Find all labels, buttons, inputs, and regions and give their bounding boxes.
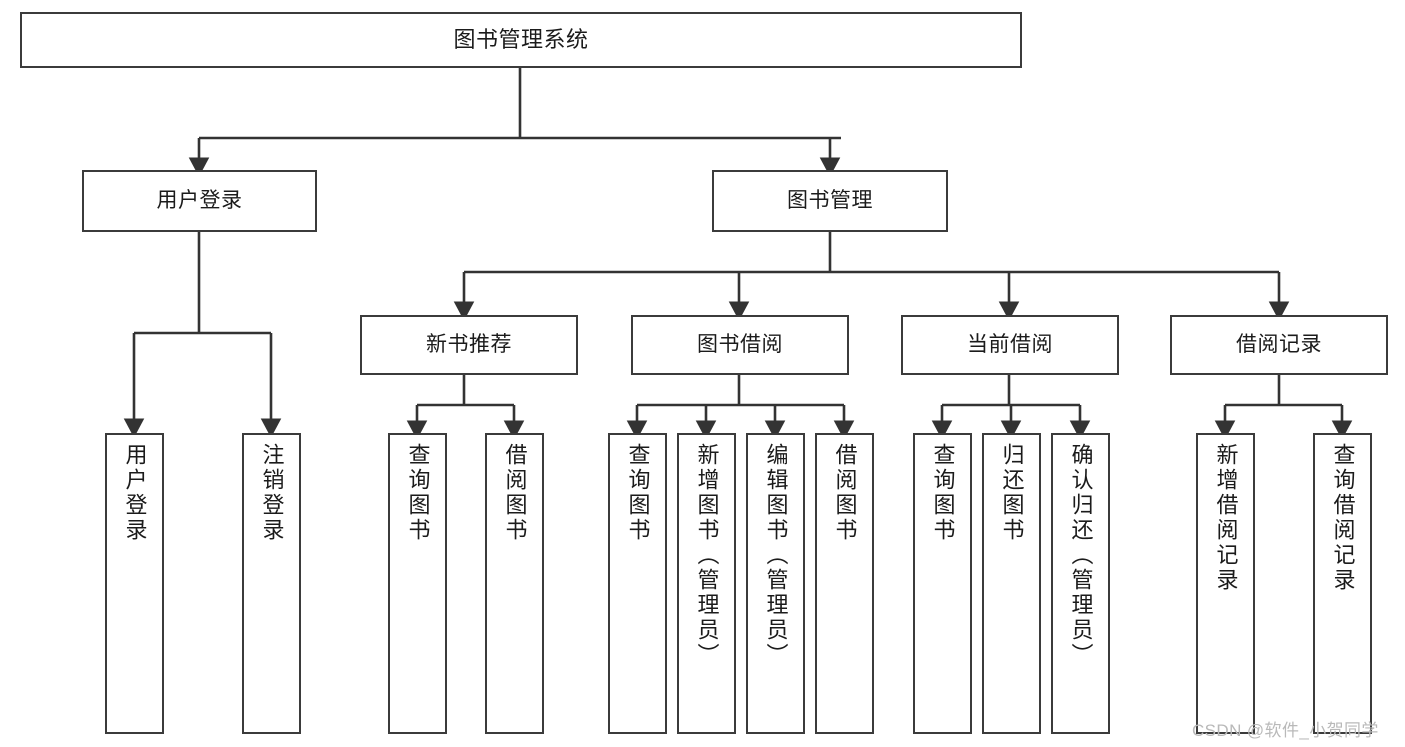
node-new-book-recommend[interactable]: 新书推荐 xyxy=(360,315,578,375)
node-leaf-query-book-3-label: 查询图书 xyxy=(930,443,956,543)
node-leaf-confirm-return-label: 确认归还（管理员） xyxy=(1068,443,1094,668)
node-leaf-query-book-2-label: 查询图书 xyxy=(625,443,651,543)
node-leaf-borrow-book-2-label: 借阅图书 xyxy=(832,443,858,543)
node-book-management[interactable]: 图书管理 xyxy=(712,170,948,232)
node-leaf-borrow-book-1[interactable]: 借阅图书 xyxy=(485,433,544,734)
node-current-borrow[interactable]: 当前借阅 xyxy=(901,315,1119,375)
node-leaf-return-book[interactable]: 归还图书 xyxy=(982,433,1041,734)
node-leaf-add-record-label: 新增借阅记录 xyxy=(1213,443,1239,593)
node-leaf-query-book-2[interactable]: 查询图书 xyxy=(608,433,667,734)
node-leaf-query-record[interactable]: 查询借阅记录 xyxy=(1313,433,1372,734)
node-leaf-return-book-label: 归还图书 xyxy=(999,443,1025,543)
node-leaf-borrow-book-1-label: 借阅图书 xyxy=(502,443,528,543)
node-leaf-confirm-return[interactable]: 确认归还（管理员） xyxy=(1051,433,1110,734)
node-borrow-record-label: 借阅记录 xyxy=(1236,332,1322,356)
node-book-borrow-label: 图书借阅 xyxy=(697,332,783,356)
node-user-login-label: 用户登录 xyxy=(156,188,243,212)
node-current-borrow-label: 当前借阅 xyxy=(967,332,1053,356)
node-leaf-user-login-label: 用户登录 xyxy=(122,443,148,543)
node-leaf-user-login[interactable]: 用户登录 xyxy=(105,433,164,734)
csdn-watermark: CSDN @软件_小贺同学 xyxy=(1192,721,1379,740)
node-new-book-recommend-label: 新书推荐 xyxy=(426,332,512,356)
node-leaf-query-book-1[interactable]: 查询图书 xyxy=(388,433,447,734)
node-root-label: 图书管理系统 xyxy=(453,27,589,53)
node-leaf-add-book[interactable]: 新增图书（管理员） xyxy=(677,433,736,734)
node-leaf-edit-book[interactable]: 编辑图书（管理员） xyxy=(746,433,805,734)
node-leaf-query-book-1-label: 查询图书 xyxy=(405,443,431,543)
node-book-management-label: 图书管理 xyxy=(787,188,873,212)
node-borrow-record[interactable]: 借阅记录 xyxy=(1170,315,1388,375)
node-leaf-borrow-book-2[interactable]: 借阅图书 xyxy=(815,433,874,734)
node-book-borrow[interactable]: 图书借阅 xyxy=(631,315,849,375)
node-leaf-query-book-3[interactable]: 查询图书 xyxy=(913,433,972,734)
node-user-login[interactable]: 用户登录 xyxy=(82,170,317,232)
node-leaf-edit-book-label: 编辑图书（管理员） xyxy=(763,443,789,668)
node-root[interactable]: 图书管理系统 xyxy=(20,12,1022,68)
node-leaf-logout-label: 注销登录 xyxy=(259,443,285,543)
node-leaf-query-record-label: 查询借阅记录 xyxy=(1330,443,1356,593)
node-leaf-logout[interactable]: 注销登录 xyxy=(242,433,301,734)
node-leaf-add-record[interactable]: 新增借阅记录 xyxy=(1196,433,1255,734)
node-leaf-add-book-label: 新增图书（管理员） xyxy=(694,443,720,668)
